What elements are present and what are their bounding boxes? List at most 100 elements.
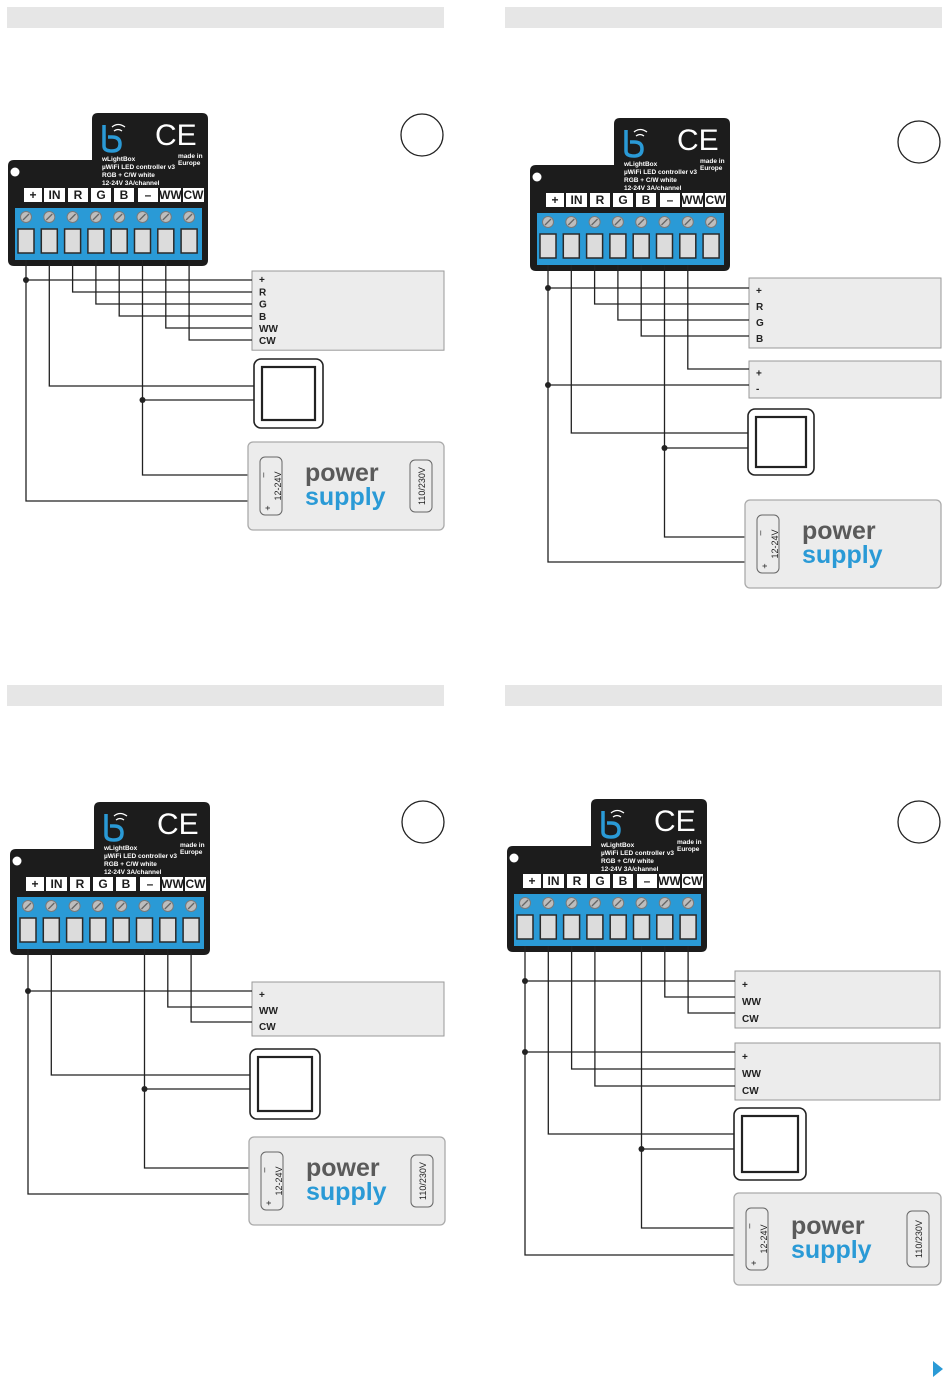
psu-minus-label: – — [744, 1223, 754, 1228]
terminal-label-box — [590, 193, 610, 207]
terminal-clamp — [180, 228, 198, 254]
wire — [95, 260, 252, 305]
led-strip-wire-label: + — [259, 990, 265, 1001]
led-strip-wire-label: + — [742, 1052, 748, 1063]
terminal-label-box — [660, 193, 680, 207]
ce-mark-icon: CE — [157, 808, 199, 841]
psu-dc-voltage: 12-24V — [273, 471, 283, 500]
device-model: µWiFi LED controller v3 — [102, 164, 175, 171]
terminal-clamp — [516, 914, 534, 940]
terminal-clamp — [157, 228, 175, 254]
terminal-clamp — [87, 228, 105, 254]
wire — [594, 946, 735, 1087]
screw-slot — [164, 902, 172, 910]
terminal-clamp — [562, 914, 581, 940]
wire — [27, 949, 252, 1195]
power-supply — [744, 499, 942, 589]
screw-slot — [94, 902, 102, 910]
led-strip-wire-label: WW — [259, 1006, 278, 1017]
terminal-label: IN — [51, 877, 63, 891]
psu-dc-voltage: 12-24V — [770, 529, 780, 558]
led-strip-label-box — [734, 970, 941, 1029]
made-in-europe-label: Europe — [178, 160, 201, 167]
terminal-clamp — [19, 917, 37, 943]
terminal-label: R — [596, 193, 605, 207]
led-strip-wire-label: WW — [742, 997, 761, 1008]
terminal-label: WW — [658, 874, 681, 888]
screw-slot — [614, 218, 622, 226]
screw-slot — [544, 218, 552, 226]
terminal-clamp — [679, 914, 697, 940]
wlightbox-logo-icon — [104, 814, 124, 842]
psu-dc-voltage: 12-24V — [759, 1224, 769, 1253]
terminal-clamp — [182, 917, 200, 943]
wire — [141, 260, 252, 476]
terminal-label-box — [70, 877, 90, 891]
screw-slot — [45, 213, 53, 221]
terminal-clamp — [42, 917, 61, 943]
section-header-bar — [7, 7, 444, 28]
ac-terminal-box — [410, 1154, 434, 1208]
psu-word-supply: supply — [305, 483, 386, 511]
wire-junction — [638, 1146, 645, 1152]
led-strip-label-box — [251, 981, 445, 1037]
terminal-clamp — [702, 233, 720, 259]
switch-rocker — [754, 415, 808, 469]
wire-junction — [139, 397, 146, 403]
led-strip-wire-label: CW — [742, 1086, 759, 1097]
switch-rocker — [260, 365, 317, 422]
screw-slot — [115, 213, 123, 221]
mount-hole — [12, 856, 22, 866]
terminal-clamp — [562, 233, 581, 259]
psu-plus-label: + — [749, 1260, 759, 1265]
screw-slot — [684, 218, 692, 226]
led-strip-wire-label: G — [259, 300, 267, 311]
terminal-label-box — [682, 193, 703, 207]
wire-junction — [522, 978, 528, 984]
terminal-clamp — [65, 917, 84, 943]
dc-terminal-box — [756, 514, 780, 574]
terminal-clamp — [609, 233, 627, 259]
terminal-label-box — [613, 874, 633, 888]
wlightbox-logo-icon — [601, 811, 621, 839]
mount-hole — [509, 853, 519, 863]
device-rating: 12-24V 3A/channel — [624, 185, 682, 192]
terminal-clamp — [17, 228, 35, 254]
wire — [118, 260, 252, 317]
terminal-label-box — [46, 877, 67, 891]
terminal-label-box — [637, 874, 657, 888]
section-header-bar — [505, 7, 942, 28]
psu-word-supply: supply — [306, 1178, 387, 1206]
device-brand: wLightBox — [101, 156, 136, 163]
led-strip-label-box — [734, 1042, 941, 1101]
wire — [143, 949, 250, 1169]
terminal-label-box — [68, 188, 88, 202]
screw-slot — [187, 902, 195, 910]
terminal-label: WW — [681, 193, 704, 207]
mount-hole — [10, 167, 20, 177]
terminal-label-box — [566, 193, 587, 207]
wire — [570, 265, 748, 434]
made-in-europe-label: Europe — [700, 165, 723, 172]
psu-plus-label: + — [760, 563, 770, 568]
mount-hole — [532, 172, 542, 182]
terminal-label: – — [667, 193, 674, 207]
device-rating: 12-24V 3A/channel — [601, 866, 659, 873]
terminal-label-box — [705, 193, 726, 207]
wire-junction — [545, 285, 551, 291]
step-number-circle — [400, 113, 444, 157]
terminal-label: G — [618, 193, 627, 207]
terminal-clamp — [632, 233, 650, 259]
step-number-circle — [897, 800, 941, 844]
made-in-europe-label: Europe — [677, 846, 700, 853]
screw-slot — [47, 902, 55, 910]
terminal-label: IN — [548, 874, 560, 888]
made-in-label: made in — [700, 158, 725, 165]
wire — [547, 946, 735, 1135]
psu-minus-label: – — [259, 1167, 269, 1172]
power-supply — [247, 441, 445, 531]
led-strip-wire-label: + — [756, 286, 762, 297]
terminal-clamp — [159, 917, 177, 943]
led-strip-wire-label: - — [756, 384, 759, 395]
